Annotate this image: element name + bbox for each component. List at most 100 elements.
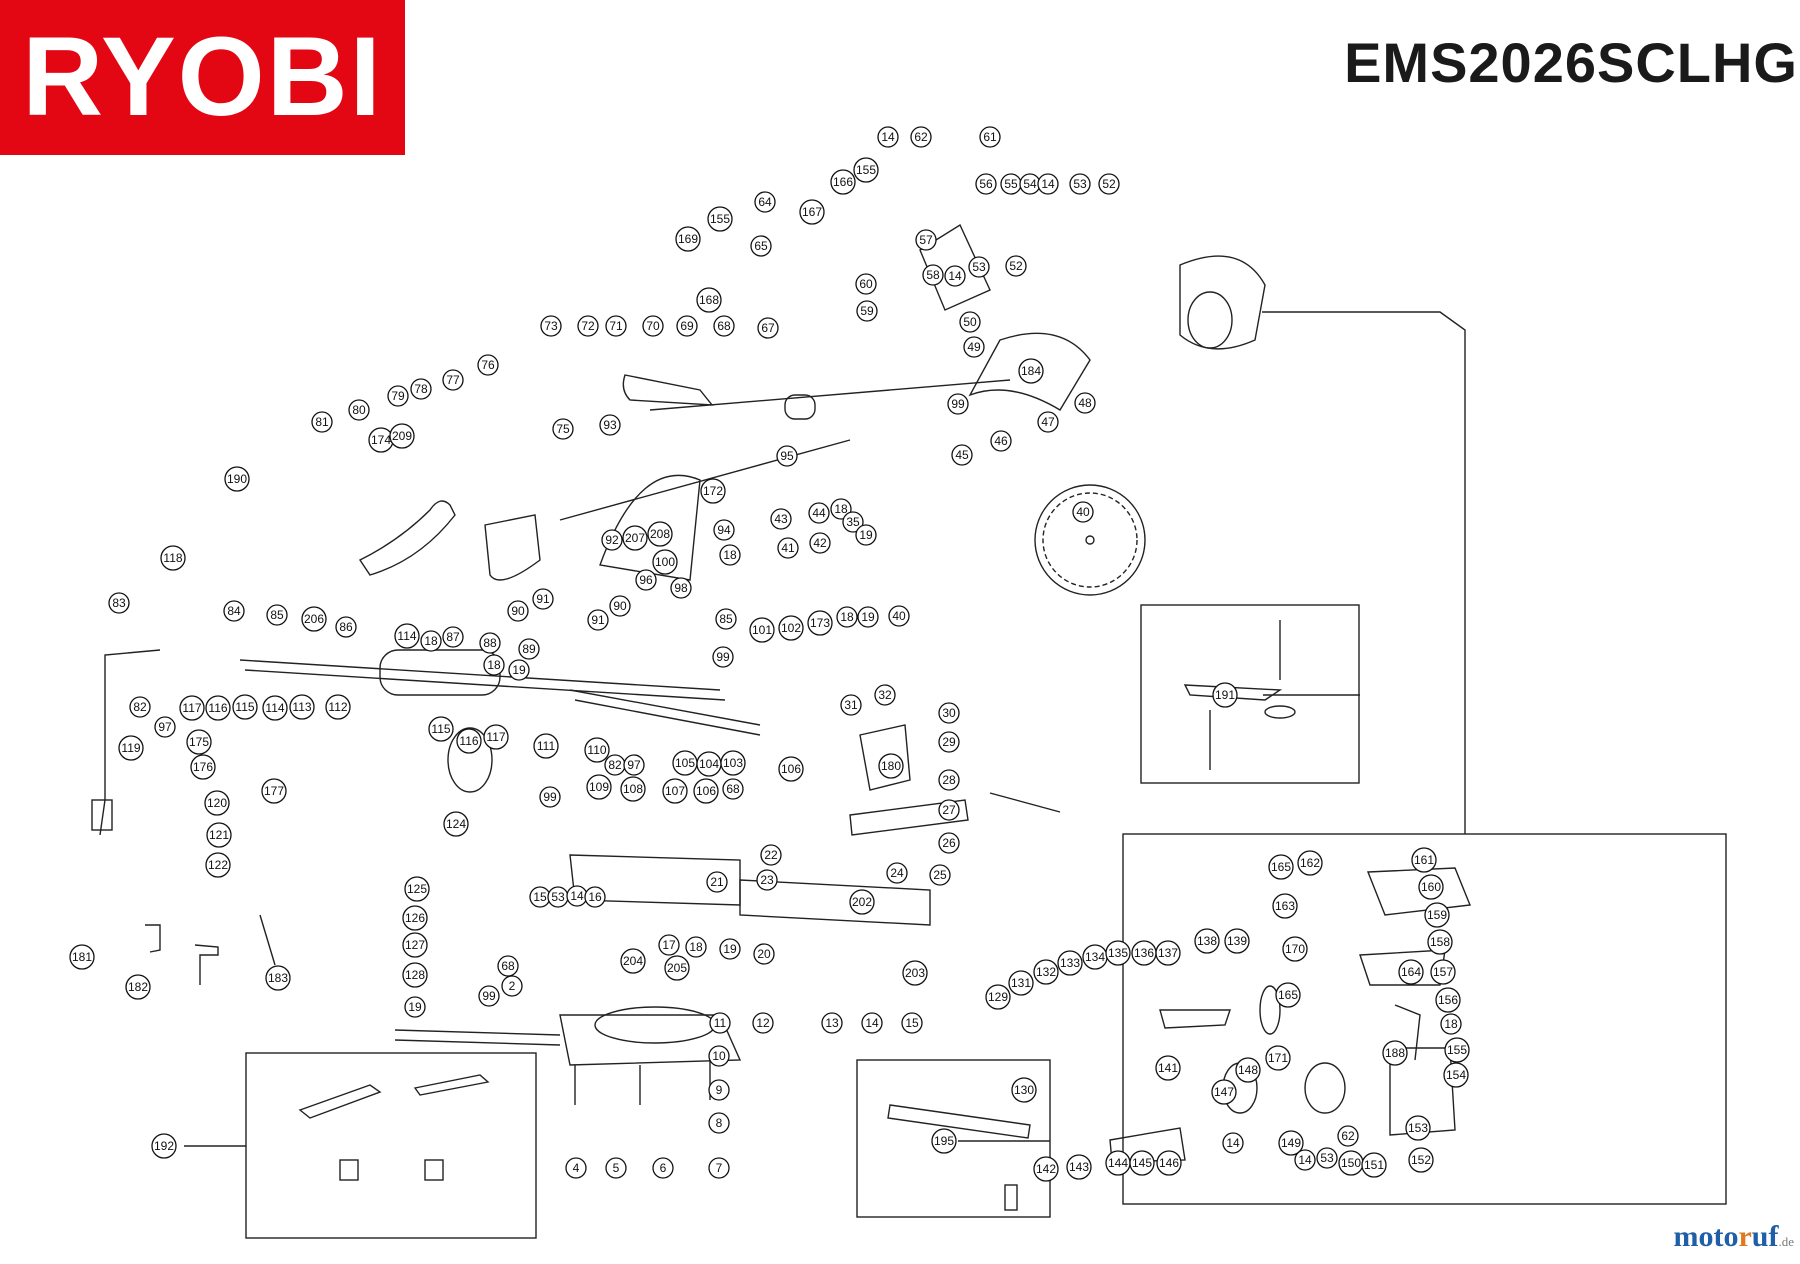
callout-label: 6 — [660, 1161, 667, 1175]
callout-circle — [404, 996, 426, 1018]
callout-label: 203 — [905, 966, 925, 980]
part-callout-208: 208 — [647, 521, 673, 547]
callout-label: 19 — [723, 942, 737, 956]
callout-circle — [968, 256, 990, 278]
part-callout-23: 23 — [756, 869, 778, 891]
callout-label: 171 — [1268, 1051, 1288, 1065]
callout-circle — [990, 430, 1012, 452]
callout-circle — [757, 317, 779, 339]
part-callout-188: 188 — [1382, 1040, 1408, 1066]
part-callout-41: 41 — [777, 537, 799, 559]
part-callout-40: 40 — [1072, 501, 1094, 523]
callout-label: 121 — [209, 828, 229, 842]
callout-label: 207 — [625, 531, 645, 545]
callout-label: 94 — [717, 523, 731, 537]
motor-housing — [1179, 255, 1266, 350]
callout-label: 135 — [1108, 946, 1128, 960]
callout-label: 144 — [1108, 1156, 1128, 1170]
callout-circle — [402, 932, 428, 958]
callout-circle — [938, 799, 960, 821]
part-callout-53: 53 — [968, 256, 990, 278]
part-callout-62: 62 — [1337, 1125, 1359, 1147]
callout-label: 103 — [723, 756, 743, 770]
callout-circle — [901, 1012, 923, 1034]
callout-label: 11 — [714, 1016, 727, 1030]
callout-circle — [311, 411, 333, 433]
callout-circle — [533, 733, 559, 759]
callout-label: 53 — [1073, 177, 1087, 191]
part-callout-9: 9 — [708, 1079, 730, 1101]
brush-assembly — [1366, 867, 1471, 916]
callout-label: 22 — [764, 848, 778, 862]
part-callout-85: 85 — [715, 608, 737, 630]
callout-circle — [642, 315, 664, 337]
part-callout-119: 119 — [118, 735, 144, 761]
part-callout-90: 90 — [609, 595, 631, 617]
part-callout-53: 53 — [547, 886, 569, 908]
callout-label: 108 — [623, 782, 643, 796]
part-callout-171: 171 — [1265, 1045, 1291, 1071]
callout-label: 99 — [951, 397, 965, 411]
part-callout-169: 169 — [675, 226, 701, 252]
callout-circle — [443, 811, 469, 837]
callout-label: 14 — [948, 269, 962, 283]
callout-circle — [1194, 928, 1220, 954]
callout-label: 19 — [512, 663, 526, 677]
callout-label: 85 — [719, 612, 733, 626]
part-callout-18: 18 — [420, 630, 442, 652]
callout-circle — [204, 790, 230, 816]
watermark-suffix: uf — [1751, 1220, 1779, 1253]
part-callout-195: 195 — [931, 1128, 957, 1154]
callout-label: 110 — [587, 743, 606, 757]
callout-label: 106 — [781, 762, 801, 776]
part-callout-160: 160 — [1418, 874, 1444, 900]
callout-circle — [1005, 255, 1027, 277]
part-callout-161: 161 — [1411, 847, 1437, 873]
callout-circle — [1037, 173, 1059, 195]
part-callout-65: 65 — [750, 235, 772, 257]
callout-circle — [712, 646, 734, 668]
callout-label: 181 — [72, 950, 92, 964]
part-callout-152: 152 — [1408, 1147, 1434, 1173]
callout-circle — [601, 529, 623, 551]
callout-label: 129 — [988, 990, 1008, 1004]
callout-circle — [685, 936, 707, 958]
callout-label: 46 — [994, 434, 1008, 448]
callout-label: 195 — [934, 1134, 954, 1148]
callout-label: 13 — [825, 1016, 839, 1030]
callout-label: 53 — [551, 890, 565, 904]
callout-label: 128 — [405, 968, 425, 982]
callout-label: 131 — [1011, 976, 1031, 990]
callout-label: 62 — [1341, 1129, 1355, 1143]
wrench-183 — [259, 914, 276, 966]
callout-circle — [855, 524, 877, 546]
callout-circle — [410, 378, 432, 400]
callout-label: 164 — [1401, 965, 1421, 979]
callout-circle — [915, 229, 937, 251]
callout-circle — [501, 975, 523, 997]
callout-label: 167 — [802, 205, 822, 219]
callout-circle — [836, 606, 858, 628]
callout-label: 147 — [1214, 1085, 1234, 1099]
part-callout-46: 46 — [990, 430, 1012, 452]
callout-label: 73 — [544, 319, 558, 333]
part-callout-137: 137 — [1155, 940, 1181, 966]
callout-circle — [586, 774, 612, 800]
callout-label: 155 — [856, 163, 876, 177]
callout-label: 161 — [1414, 853, 1434, 867]
callout-circle — [539, 786, 561, 808]
part-drawings — [91, 223, 1727, 1239]
callout-label: 204 — [623, 954, 643, 968]
callout-circle — [959, 311, 981, 333]
callout-circle — [1069, 173, 1091, 195]
inset-box-192 — [245, 1052, 537, 1239]
callout-label: 101 — [752, 623, 772, 637]
callout-circle — [402, 962, 428, 988]
callout-circle — [938, 731, 960, 753]
part-callout-145: 145 — [1129, 1150, 1155, 1176]
part-callout-19: 19 — [855, 524, 877, 546]
callout-circle — [708, 1157, 730, 1179]
callout-circle — [456, 728, 482, 754]
part-callout-147: 147 — [1211, 1079, 1237, 1105]
part-callout-162: 162 — [1297, 850, 1323, 876]
